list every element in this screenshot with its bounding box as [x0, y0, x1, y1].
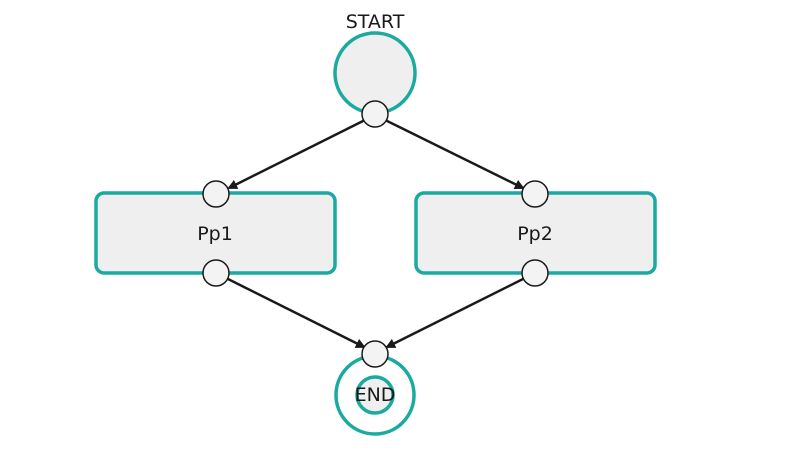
start-node-label: START — [346, 11, 405, 33]
edge-pp2-to-end — [385, 271, 536, 349]
pp2-output-port[interactable] — [521, 259, 549, 287]
edge-pp1-to-end — [215, 271, 366, 349]
start-node[interactable]: START — [333, 11, 417, 128]
end-node-label: END — [355, 384, 396, 406]
pp2-input-port[interactable] — [521, 180, 549, 208]
end-node-inner-ring — [355, 375, 395, 415]
pp2-node[interactable]: Pp2 — [414, 180, 657, 287]
pp1-node[interactable]: Pp1 — [94, 180, 337, 287]
pp1-input-port[interactable] — [202, 180, 230, 208]
pp2-node-label: Pp2 — [517, 223, 553, 245]
edge-start-to-pp2 — [374, 113, 525, 190]
pp1-output-port[interactable] — [202, 259, 230, 287]
end-node[interactable]: END — [334, 340, 416, 436]
end-input-port[interactable] — [361, 340, 389, 368]
pp1-node-label: Pp1 — [197, 223, 233, 245]
start-output-port[interactable] — [361, 100, 389, 128]
edge-start-to-pp1 — [227, 113, 376, 190]
